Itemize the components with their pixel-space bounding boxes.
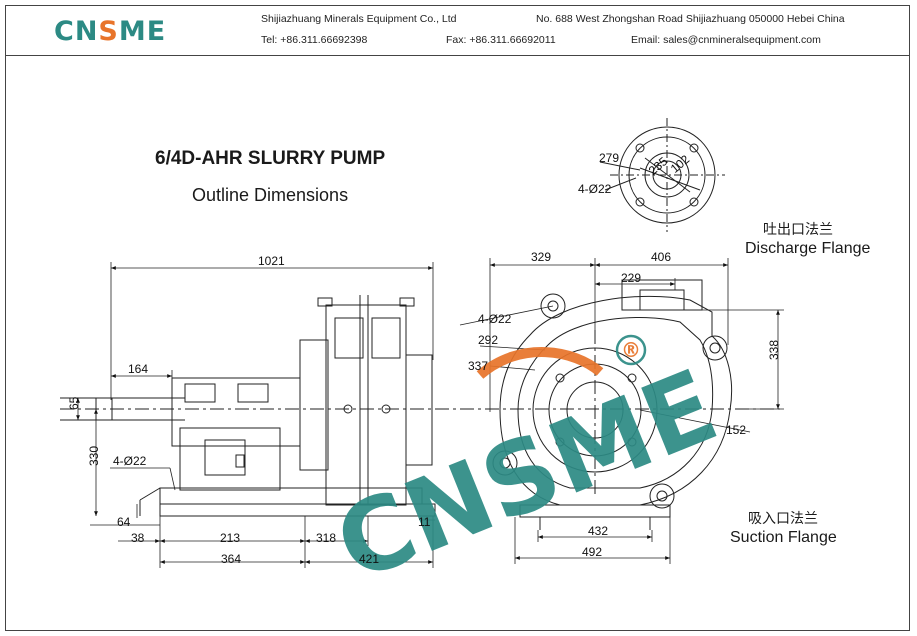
dimension-lines (76, 258, 784, 568)
registered-mark: ® (621, 338, 641, 362)
discharge-flange-zh: 吐出口法兰 (763, 222, 833, 238)
watermark-text: CNSME (320, 347, 732, 604)
dim-337: 337 (468, 359, 488, 373)
company-fax: Fax: +86.311.66692011 (446, 34, 556, 46)
dim-229: 229 (621, 271, 641, 285)
dim-318: 318 (316, 531, 336, 545)
dim-406: 406 (651, 250, 671, 264)
flange-detail (599, 118, 725, 232)
drawing-title: 6/4D-AHR SLURRY PUMP (155, 148, 386, 169)
suction-flange-zh: 吸入口法兰 (748, 511, 818, 527)
dim-flange-279: 279 (599, 151, 619, 165)
dim-flange-holes: 4-Ø22 (578, 182, 612, 196)
dim-65: 65 (67, 396, 81, 410)
company-email: Email: sales@cnmineralsequipment.com (631, 34, 821, 46)
company-address: No. 688 West Zhongshan Road Shijiazhuang… (536, 13, 845, 25)
dim-64: 64 (117, 515, 131, 529)
drawing-subtitle: Outline Dimensions (192, 185, 349, 205)
dim-base-holes: 4-Ø22 (113, 454, 147, 468)
suction-flange-label: Suction Flange (730, 529, 837, 546)
pump-side-view (60, 295, 780, 517)
dim-152: 152 (726, 423, 746, 437)
dim-492: 492 (582, 545, 602, 559)
dim-292: 292 (478, 333, 498, 347)
header-divider (5, 55, 910, 56)
company-name: Shijiazhuang Minerals Equipment Co., Ltd (261, 13, 457, 25)
dim-330: 330 (87, 446, 101, 466)
dim-338: 338 (767, 340, 781, 360)
dim-164: 164 (128, 362, 148, 376)
dim-421: 421 (359, 552, 379, 566)
dim-329: 329 (531, 250, 551, 264)
company-tel: Tel: +86.311.66692398 (261, 34, 368, 46)
dim-432: 432 (588, 524, 608, 538)
dim-11: 11 (418, 515, 431, 529)
drawing-frame (5, 5, 910, 631)
dim-213: 213 (220, 531, 240, 545)
watermark-logo: CNSME ® (320, 334, 732, 604)
company-logo: CNSME (54, 16, 167, 47)
dim-364: 364 (221, 552, 241, 566)
dim-1021: 1021 (258, 254, 285, 268)
discharge-flange-label: Discharge Flange (745, 240, 871, 257)
dim-38: 38 (131, 531, 145, 545)
dim-side-holes: 4-Ø22 (478, 312, 512, 326)
pump-front-view (492, 279, 733, 530)
